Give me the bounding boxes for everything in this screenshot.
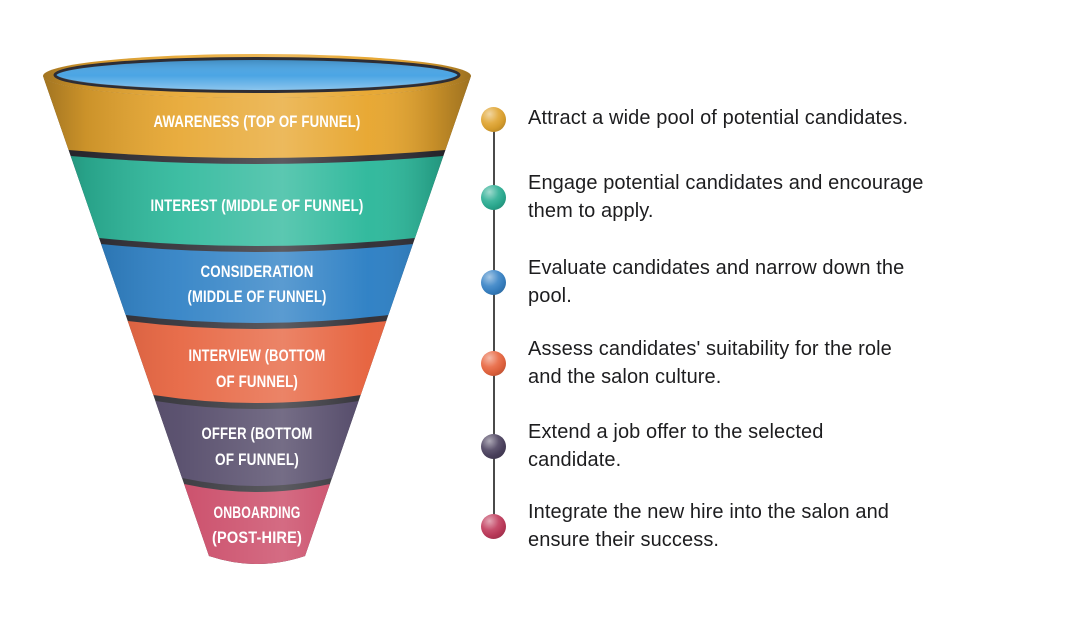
interest-description: Engage potential candidates and encourag…	[528, 169, 1048, 225]
funnel-opening-shading	[57, 60, 457, 90]
description-line: Engage potential candidates and encourag…	[528, 172, 924, 194]
description-line: and the salon culture.	[528, 366, 722, 388]
funnel-label-interview-line1: INTERVIEW (BOTTOM	[189, 347, 326, 365]
description-line: Assess candidates' suitability for the r…	[528, 338, 892, 360]
description-line: Attract a wide pool of potential candida…	[528, 107, 909, 129]
timeline-connector-line	[493, 120, 495, 528]
description-line: Evaluate candidates and narrow down the	[528, 257, 905, 279]
awareness-dot-icon	[481, 107, 506, 132]
description-line: pool.	[528, 285, 572, 307]
awareness-description: Attract a wide pool of potential candida…	[528, 104, 1048, 132]
consideration-dot-icon	[481, 270, 506, 295]
interview-description: Assess candidates' suitability for the r…	[528, 335, 1048, 391]
funnel-label-offer-line2: OF FUNNEL)	[215, 451, 299, 469]
funnel-label-onboarding-line2: (POST-HIRE)	[212, 529, 302, 547]
funnel-label-consideration-line2: (MIDDLE OF FUNNEL)	[188, 288, 327, 306]
funnel-body-shading	[43, 76, 471, 564]
funnel-label-interest: INTEREST (MIDDLE OF FUNNEL)	[151, 197, 364, 215]
interview-dot-icon	[481, 351, 506, 376]
description-line: Extend a job offer to the selected	[528, 421, 824, 443]
consideration-description: Evaluate candidates and narrow down the …	[528, 254, 1048, 310]
description-line: ensure their success.	[528, 529, 720, 551]
offer-description: Extend a job offer to the selected candi…	[528, 418, 1048, 474]
onboarding-description: Integrate the new hire into the salon an…	[528, 498, 1048, 554]
funnel-label-interview-line2: OF FUNNEL)	[216, 373, 298, 391]
onboarding-dot-icon	[481, 514, 506, 539]
funnel-label-consideration-line1: CONSIDERATION	[201, 263, 314, 281]
description-line: candidate.	[528, 449, 622, 471]
funnel-label-offer-line1: OFFER (BOTTOM	[202, 425, 313, 443]
funnel-diagram: AWARENESS (TOP OF FUNNEL) INTEREST (MIDD…	[43, 54, 471, 564]
description-line: them to apply.	[528, 200, 654, 222]
description-line: Integrate the new hire into the salon an…	[528, 501, 890, 523]
funnel-label-awareness: AWARENESS (TOP OF FUNNEL)	[154, 113, 361, 131]
interest-dot-icon	[481, 185, 506, 210]
funnel-label-onboarding-line1: ONBOARDING	[214, 504, 301, 522]
offer-dot-icon	[481, 434, 506, 459]
